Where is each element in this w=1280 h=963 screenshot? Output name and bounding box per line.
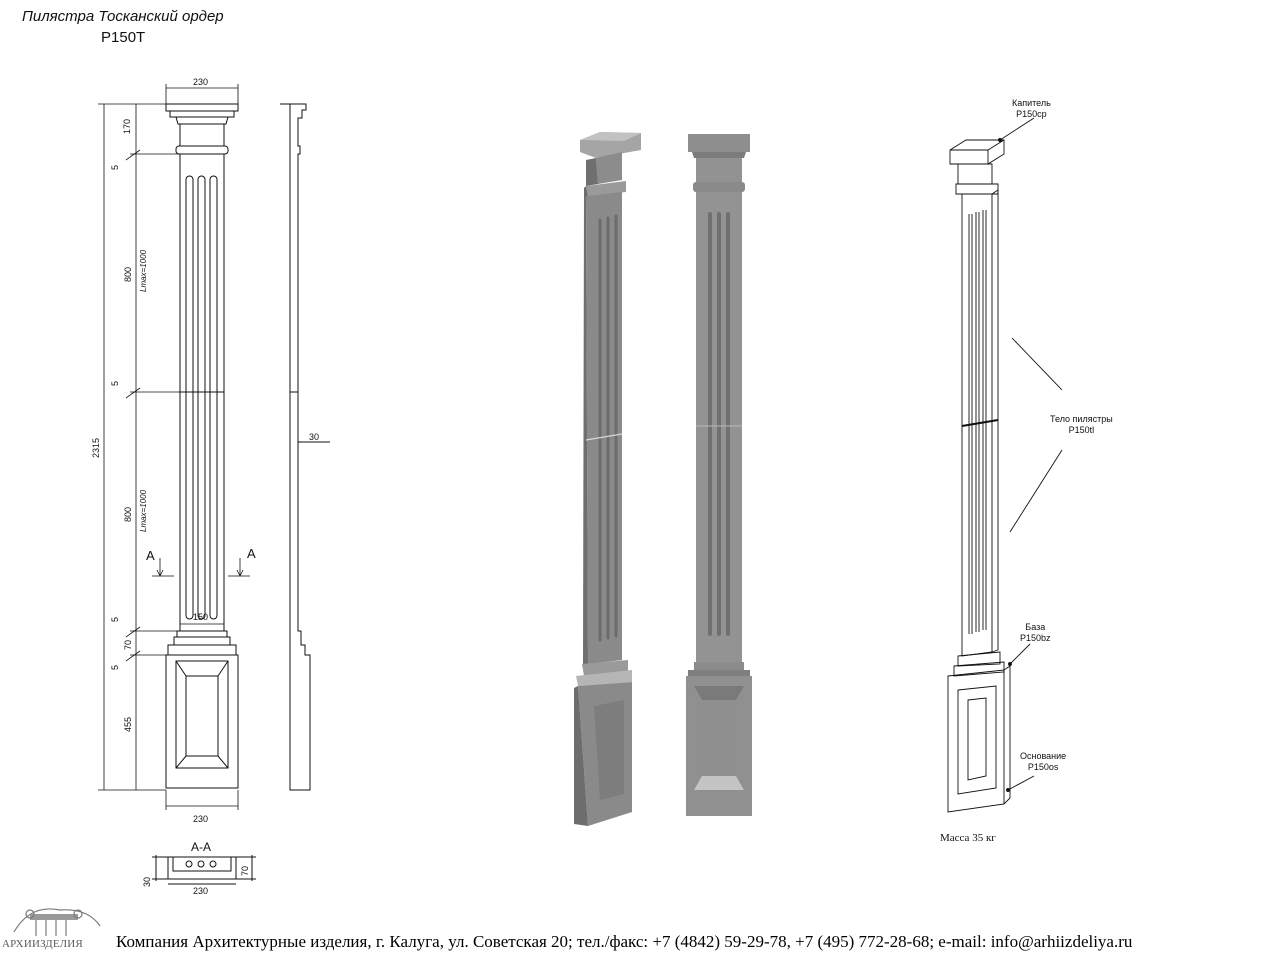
product-code: P150T <box>101 29 146 46</box>
section-title: A-A <box>191 840 211 854</box>
dim-total-height: 2315 <box>91 438 101 458</box>
callout-capital-code: P150cp <box>1016 109 1047 119</box>
drawing-title: Пилястра Тосканский ордер <box>22 8 224 25</box>
front-dimensions <box>98 84 250 810</box>
dim-body-lower: 800 <box>123 507 133 522</box>
iso-line-view <box>947 139 1011 813</box>
callout-plinth-name: Основание <box>1020 751 1067 761</box>
dim-gap2: 5 <box>110 381 120 386</box>
dim-lmax-lower: Lmax=1000 <box>139 489 148 532</box>
dim-capital-height: 170 <box>122 119 132 134</box>
callout-base-code: P150bz <box>1020 633 1051 643</box>
callout-base: База P150bz <box>1020 622 1051 644</box>
callout-body-code: P150tl <box>1068 425 1095 435</box>
callout-plinth: Основание P150os <box>1020 751 1066 773</box>
callout-leaders <box>998 117 1063 792</box>
dim-top-width: 230 <box>193 77 208 87</box>
dim-plinth-height: 455 <box>123 717 133 732</box>
side-elevation <box>280 103 330 791</box>
section-mark-right: A <box>247 546 256 561</box>
callout-capital-name: Капитель <box>1012 98 1051 108</box>
company-logo <box>13 908 101 936</box>
callout-plinth-code: P150os <box>1027 762 1059 772</box>
callout-body: Тело пилястры P150tl <box>1050 414 1113 436</box>
dim-gap1: 5 <box>110 165 120 170</box>
callout-capital: Капитель P150cp <box>1012 98 1051 120</box>
callout-base-name: База <box>1025 622 1046 632</box>
section-depth-right: 70 <box>240 866 250 876</box>
dim-gap3: 5 <box>110 617 120 622</box>
section-depth-left: 30 <box>142 877 152 887</box>
footer-contact: Компания Архитектурные изделия, г. Калуг… <box>116 932 1133 951</box>
render-angled-view <box>574 132 641 826</box>
render-front-view <box>686 134 752 816</box>
front-elevation <box>165 103 239 789</box>
dim-body-upper: 800 <box>123 267 133 282</box>
dim-bottom-width: 230 <box>193 814 208 824</box>
dim-gap4: 5 <box>110 665 120 670</box>
dim-shaft-width: 150 <box>193 612 208 622</box>
section-width: 230 <box>193 886 208 896</box>
logo-text: АРХИИЗДЕЛИЯ <box>2 938 83 950</box>
callout-body-name: Тело пилястры <box>1050 414 1113 424</box>
section-aa <box>152 855 256 885</box>
section-mark-left: A <box>146 548 155 563</box>
mass-label: Масса 35 кг <box>940 832 996 844</box>
dim-base-height: 70 <box>123 640 133 650</box>
dim-lmax-upper: Lmax=1000 <box>139 249 148 292</box>
dim-depth: 30 <box>309 432 319 442</box>
